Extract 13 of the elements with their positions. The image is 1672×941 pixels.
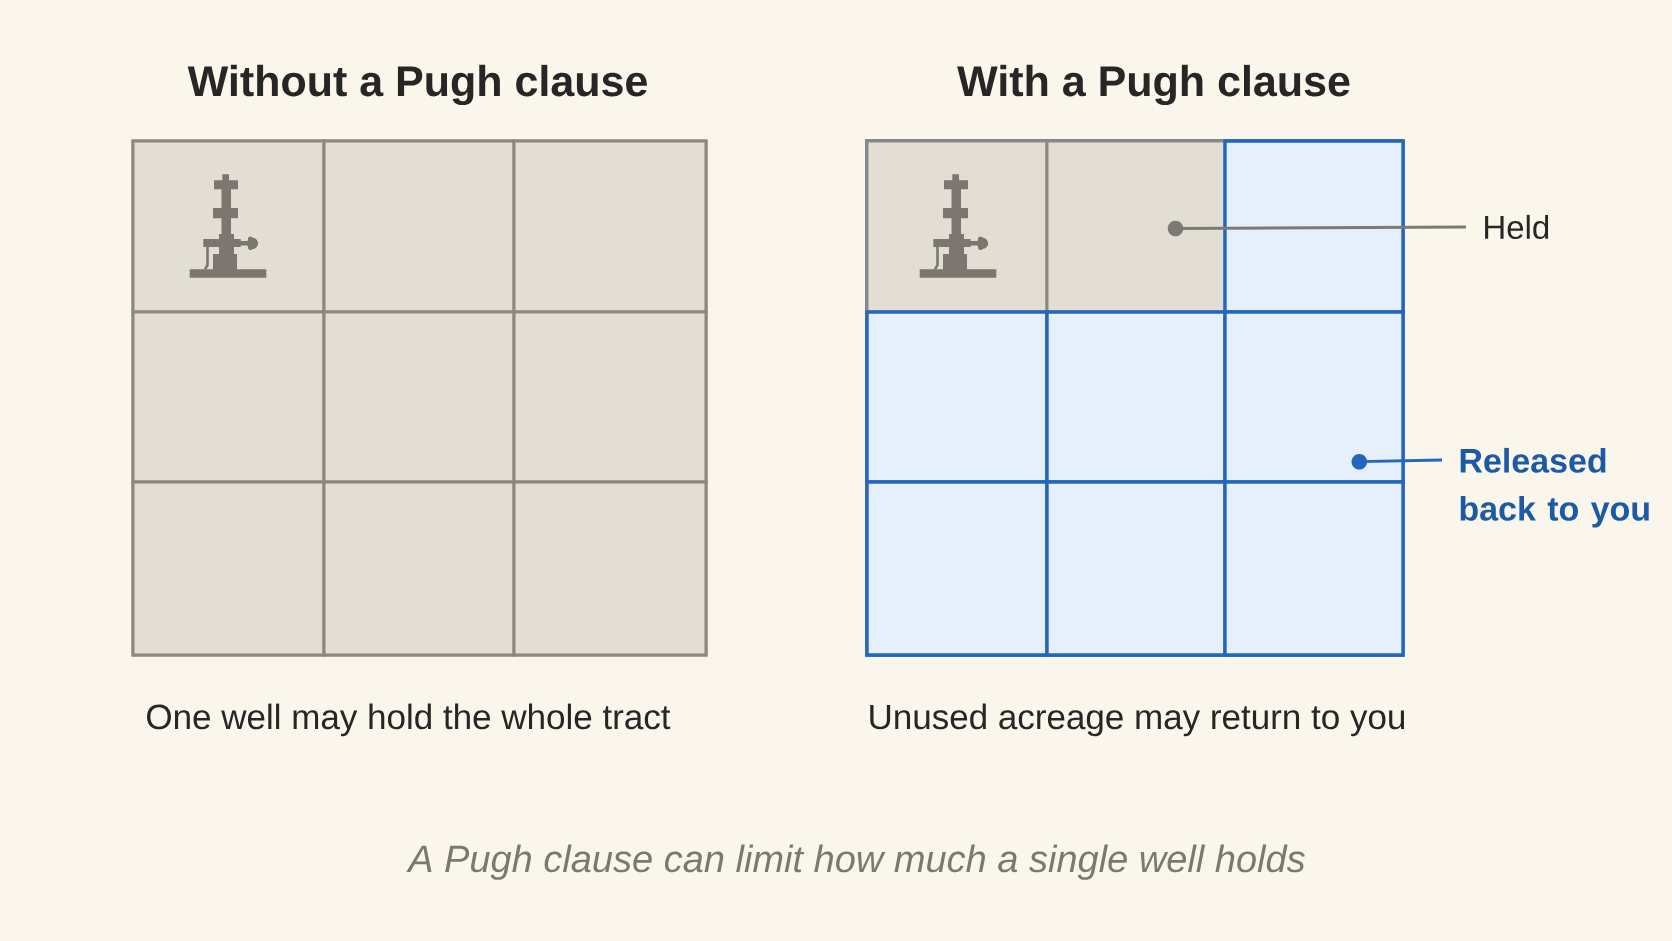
leader-line	[1351, 453, 1443, 470]
grid-cell	[131, 480, 326, 657]
leader-line	[1167, 220, 1466, 237]
grid-cell	[1223, 480, 1405, 657]
figure-caption: A Pugh clause can limit how much a single well holds	[406, 844, 1305, 880]
callout-label: Held	[1485, 214, 1549, 240]
grid-cell	[322, 480, 516, 657]
panel-heading: With a Pugh clause	[957, 64, 1350, 106]
callout-label: Released back to you	[1460, 447, 1649, 528]
panel-heading: Without a Pugh clause	[187, 64, 647, 106]
grid-cell	[512, 480, 708, 657]
panel-caption: One well may hold the whole tract	[147, 703, 671, 737]
panel-caption: Unused acreage may return to you	[870, 703, 1405, 737]
